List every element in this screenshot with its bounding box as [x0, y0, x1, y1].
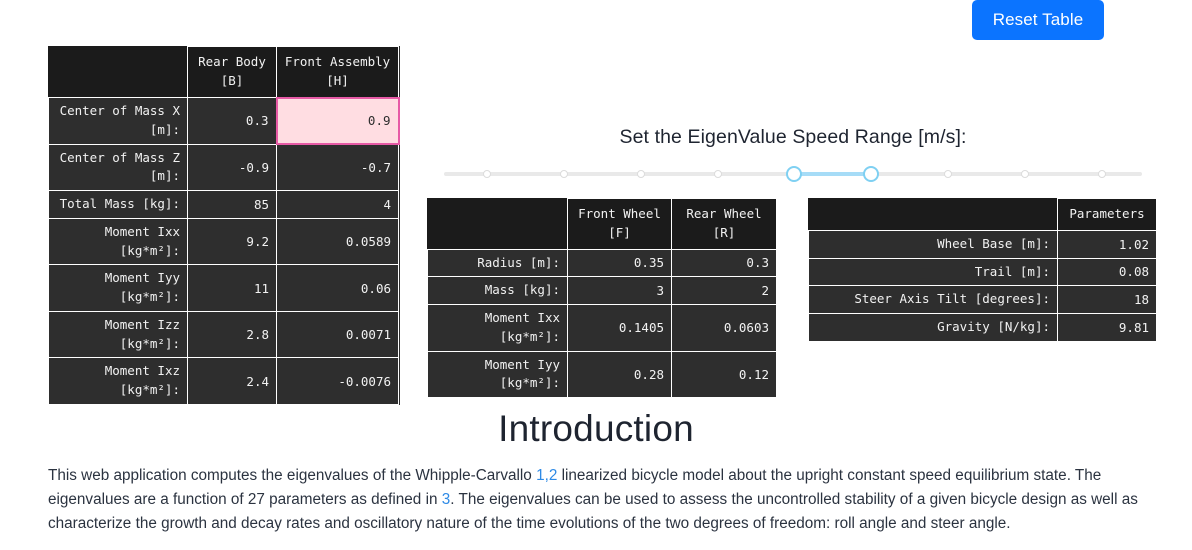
- wheels-cell-r[interactable]: 0.12: [671, 350, 777, 398]
- slider-handle-min[interactable]: [786, 166, 803, 182]
- body-assembly-cell-h[interactable]: 0.0589: [276, 217, 399, 266]
- speed-range-slider-block: Set the EigenValue Speed Range [m/s]:: [430, 126, 1156, 185]
- body-assembly-row-label: Moment Ixz [kg*m²]:: [48, 357, 188, 405]
- table-header-row: Rear Body [B] Front Assembly [H]: [48, 46, 399, 98]
- parameters-cell-value[interactable]: 9.81: [1057, 313, 1157, 342]
- slider-tick-6[interactable]: [943, 170, 952, 178]
- wheels-cell-f[interactable]: 0.35: [567, 248, 672, 278]
- body-assembly-cell-b[interactable]: 11: [187, 264, 277, 312]
- wheels-row-label: Mass [kg]:: [427, 276, 568, 305]
- wheels-row-label: Moment Iyy [kg*m²]:: [427, 350, 568, 398]
- body-assembly-cell-h[interactable]: 0.9: [275, 96, 400, 145]
- table-header-row: Parameters: [808, 198, 1157, 231]
- body-assembly-row-label: Moment Izz [kg*m²]:: [48, 310, 188, 359]
- intro-text-segment-0: This web application computes the eigenv…: [48, 467, 537, 484]
- body-assembly-cell-h[interactable]: -0.0076: [276, 357, 399, 405]
- wheels-row-label: Moment Ixx [kg*m²]:: [427, 304, 568, 352]
- parameters-cell-value[interactable]: 0.08: [1057, 257, 1157, 287]
- table-row: Center of Mass Z [m]:-0.9-0.7: [48, 143, 399, 191]
- parameters-row-label: Gravity [N/kg]:: [808, 313, 1058, 342]
- parameters-cell-value[interactable]: 1.02: [1057, 229, 1157, 259]
- wheels-cell-f[interactable]: 0.28: [567, 350, 672, 398]
- reference-link-3[interactable]: 3: [441, 491, 451, 509]
- table-row: Moment Ixz [kg*m²]:2.4-0.0076: [48, 357, 399, 405]
- wheels-cell-f[interactable]: 3: [567, 276, 672, 305]
- reference-link-1-2[interactable]: 1,2: [536, 467, 558, 484]
- column-header-rear-body: Rear Body [B]: [187, 46, 277, 98]
- body-assembly-cell-b[interactable]: 85: [187, 190, 277, 219]
- body-assembly-row-label: Moment Ixx [kg*m²]:: [48, 217, 188, 266]
- parameters-row-label: Wheel Base [m]:: [808, 229, 1058, 259]
- table-row: Steer Axis Tilt [degrees]:18: [808, 285, 1157, 314]
- column-header-parameters: Parameters: [1057, 198, 1157, 231]
- reset-table-button[interactable]: Reset Table: [972, 0, 1104, 40]
- body-assembly-row-label: Center of Mass Z [m]:: [48, 143, 188, 191]
- column-header-blank: [808, 198, 1058, 231]
- wheels-cell-f[interactable]: 0.1405: [567, 304, 672, 352]
- parameters-row-label: Steer Axis Tilt [degrees]:: [808, 285, 1058, 314]
- body-assembly-row-label: Moment Iyy [kg*m²]:: [48, 264, 188, 312]
- slider-tick-0[interactable]: [483, 170, 492, 178]
- parameters-row-label: Trail [m]:: [808, 257, 1058, 287]
- body-assembly-cell-h[interactable]: 4: [276, 190, 399, 219]
- body-assembly-row-label: Total Mass [kg]:: [48, 190, 188, 219]
- body-assembly-cell-b[interactable]: 2.8: [187, 310, 277, 359]
- introduction-heading: Introduction: [498, 408, 694, 449]
- slider-tick-3[interactable]: [713, 170, 722, 178]
- column-header-rear-wheel: Rear Wheel [R]: [671, 198, 777, 250]
- body-assembly-cell-b[interactable]: 9.2: [187, 217, 277, 266]
- intro-text-segment-4: . The eigenvalues can be used to assess …: [48, 491, 1138, 533]
- body-assembly-cell-b[interactable]: 2.4: [187, 357, 277, 405]
- wheels-row-label: Radius [m]:: [427, 248, 568, 278]
- body-assembly-cell-h[interactable]: 0.0071: [276, 310, 399, 359]
- speed-range-slider-title: Set the EigenValue Speed Range [m/s]:: [619, 126, 967, 148]
- column-header-blank: [48, 46, 188, 98]
- wheels-table: Front Wheel [F] Rear Wheel [R] Radius [m…: [427, 198, 777, 398]
- slider-tick-1[interactable]: [560, 170, 569, 178]
- slider-tick-2[interactable]: [636, 170, 645, 178]
- column-header-front-assembly: Front Assembly [H]: [276, 46, 399, 98]
- slider-tick-7[interactable]: [1020, 170, 1029, 178]
- body-assembly-cell-h[interactable]: -0.7: [276, 143, 399, 191]
- column-header-blank: [427, 198, 568, 250]
- rear-body-front-assembly-table: Rear Body [B] Front Assembly [H] Center …: [48, 46, 400, 405]
- table-row: Trail [m]:0.08: [808, 257, 1157, 287]
- slider-tick-8[interactable]: [1097, 170, 1106, 178]
- wheels-cell-r[interactable]: 0.0603: [671, 304, 777, 352]
- body-assembly-cell-h[interactable]: 0.06: [276, 264, 399, 312]
- wheels-cell-r[interactable]: 0.3: [671, 248, 777, 278]
- table-header-row: Front Wheel [F] Rear Wheel [R]: [427, 198, 777, 250]
- body-assembly-row-label: Center of Mass X [m]:: [48, 97, 188, 145]
- table-row: Gravity [N/kg]:9.81: [808, 313, 1157, 342]
- body-assembly-cell-b[interactable]: 0.3: [187, 97, 277, 145]
- parameters-cell-value[interactable]: 18: [1057, 285, 1157, 314]
- wheels-cell-r[interactable]: 2: [671, 276, 777, 305]
- speed-range-slider[interactable]: [444, 163, 1142, 185]
- intro-text-segment-2: linearized bicycle model about the uprig…: [48, 467, 1102, 509]
- introduction-paragraph: This web application computes the eigenv…: [48, 464, 1152, 536]
- slider-selected-range[interactable]: [794, 172, 872, 176]
- table-row: Wheel Base [m]:1.02: [808, 229, 1157, 259]
- slider-handle-max[interactable]: [863, 166, 880, 182]
- column-header-front-wheel: Front Wheel [F]: [567, 198, 672, 250]
- body-assembly-cell-b[interactable]: -0.9: [187, 143, 277, 191]
